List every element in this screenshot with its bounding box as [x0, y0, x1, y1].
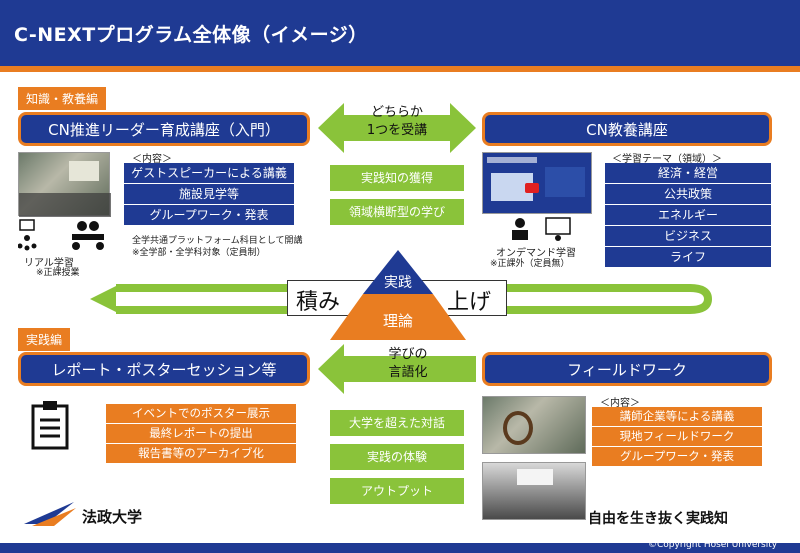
section-tag-practice: 実践編: [18, 328, 71, 351]
course-report: レポート・ポスターセッション等: [18, 352, 310, 386]
leader-item-1: ゲストスピーカーによる講義: [124, 163, 294, 184]
culture-item-2: 公共政策: [605, 184, 771, 205]
leader-content-label: ＜内容＞: [132, 154, 172, 165]
course-fieldwork: フィールドワーク: [482, 352, 772, 386]
leader-item-3: グループワーク・発表: [124, 205, 294, 226]
fieldwork-content-label: ＜内容＞: [600, 398, 640, 409]
footer-bar: [0, 543, 800, 553]
clipboard-icon: [31, 401, 69, 450]
leader-note-2: ※全学部・全学科対象（定員制）: [132, 248, 266, 258]
center-item-3: 大学を超えた対話: [330, 410, 464, 436]
double-arrow-top: [318, 103, 476, 153]
culture-item-3: エネルギー: [605, 205, 771, 226]
culture-item-4: ビジネス: [605, 226, 771, 247]
course-leader: CN推進リーダー育成講座（入門）: [18, 112, 310, 146]
pyramid-right-text: 上げ: [447, 290, 492, 315]
left-arrow-bottom: [318, 344, 476, 394]
real-learning-label: リアル学習: [24, 258, 74, 269]
center-item-2: 領域横断型の学び: [330, 199, 464, 225]
center-item-5: アウトプット: [330, 478, 464, 504]
pyramid: [330, 250, 466, 340]
fieldwork-item-2: 現地フィールドワーク: [592, 427, 762, 447]
pyramid-top-text: 実践: [384, 275, 412, 291]
culture-item-5: ライフ: [605, 247, 771, 268]
course-culture: CN教養講座: [482, 112, 772, 146]
center-item-1: 実践知の獲得: [330, 165, 464, 191]
arrow-text-1: どちらか: [370, 105, 423, 120]
lecture-photo: [18, 152, 111, 217]
page-title: C-NEXTプログラム全体像（イメージ）: [14, 24, 368, 46]
pyramid-bottom-text: 理論: [382, 312, 413, 330]
pyramid-left-text: 積み: [296, 290, 341, 315]
fieldwork-item-1: 講師企業等による講義: [592, 407, 762, 427]
arrow-text-3: 学びの: [388, 347, 428, 362]
culture-theme-label: ＜学習テーマ（領域）＞: [612, 154, 722, 165]
report-item-3: 報告書等のアーカイブ化: [106, 444, 296, 464]
real-learning-note: ※正課授業: [36, 268, 80, 278]
ondemand-label: オンデマンド学習: [496, 248, 576, 259]
slogan: 自由を生き抜く実践知: [588, 511, 728, 527]
arrow-text-2: 1つを受講: [366, 123, 428, 138]
report-item-1: イベントでのポスター展示: [106, 404, 296, 424]
culture-item-1: 経済・経営: [605, 163, 771, 184]
fieldwork-photo-2: [482, 462, 586, 520]
ondemand-icons: [512, 217, 571, 241]
group-learning-icon: [18, 219, 104, 251]
hosei-logo-icon: [24, 502, 76, 526]
university-name: 法政大学: [82, 508, 143, 526]
ondemand-note: ※正課外（定員無）: [490, 259, 570, 269]
leader-note-1: 全学共通プラットフォーム科目として開講: [132, 236, 303, 246]
header-bar: [0, 0, 800, 72]
center-item-4: 実践の体験: [330, 444, 464, 470]
ondemand-video-thumbnail: [482, 152, 592, 214]
fieldwork-photo-1: [482, 396, 586, 454]
copyright: ©Copyright Hosei University: [648, 540, 778, 550]
leader-item-2: 施設見学等: [124, 184, 294, 205]
arrow-text-4: 言語化: [388, 365, 428, 380]
report-item-2: 最終レポートの提出: [106, 424, 296, 444]
section-tag-knowledge: 知識・教養編: [18, 87, 107, 110]
accumulation-loop-arrow: [90, 284, 713, 314]
fieldwork-item-3: グループワーク・発表: [592, 447, 762, 467]
